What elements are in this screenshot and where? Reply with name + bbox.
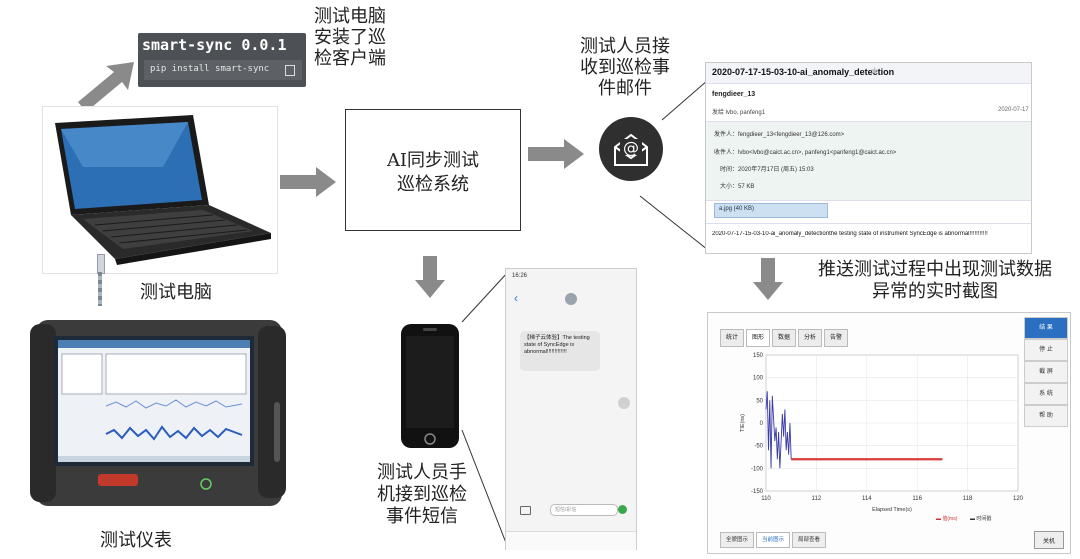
sms-time: 16:26: [512, 273, 528, 279]
legend-item-value: ▬ 值(ms): [936, 516, 958, 522]
stats-tab[interactable]: 告警: [824, 329, 848, 347]
arrow-email-to-screenshot: [753, 258, 783, 300]
email-attachment[interactable]: a.jpg (40 KB): [714, 203, 828, 218]
sms-input[interactable]: 短信/彩信: [550, 504, 618, 516]
legend-item-timestamp: ▬ 时间戳: [970, 516, 992, 522]
smart-sync-title: smart-sync 0.0.1: [142, 36, 287, 54]
sms-input-placeholder: 短信/彩信: [555, 507, 577, 513]
stats-tab[interactable]: 数据: [772, 329, 796, 347]
star-icon[interactable]: ★: [870, 66, 879, 77]
tie-chart: 110 112 114 116 118 120 150 100 50 0 -50 -100 -150El…: [740, 353, 1024, 513]
power-label: 关机: [1043, 539, 1056, 545]
y-tick-label: 100: [753, 376, 764, 382]
x-axis-label: Elapsed Time(s): [872, 507, 912, 513]
caption-email-received: 测试人员接 收到巡检事 件邮件: [566, 36, 684, 99]
scroll-button[interactable]: [618, 397, 630, 409]
caption-push-line2: 异常的实时截图: [872, 281, 998, 302]
stats-tab[interactable]: 统计: [720, 329, 744, 347]
y-tick-label: 150: [753, 353, 764, 359]
copy-icon[interactable]: [285, 65, 295, 76]
stats-tab[interactable]: 图形: [746, 329, 770, 347]
camera-icon[interactable]: [520, 506, 531, 515]
ai-sync-system-box: AI同步测试 巡检系统: [345, 109, 521, 231]
bottom-tab[interactable]: 当前图示: [756, 532, 790, 548]
arrow-system-to-email: [528, 139, 584, 169]
test-instrument-image: [6, 306, 296, 528]
caption-sms-line1: 测试人员手: [377, 462, 467, 483]
contact-avatar: [565, 293, 577, 305]
arrow-system-to-phone: [415, 256, 445, 298]
x-tick-label: 116: [912, 496, 922, 502]
x-tick-label: 112: [812, 496, 822, 502]
caption-pc-install-line2: 安装了巡: [314, 27, 386, 48]
phone-icon: [399, 322, 461, 450]
email-to: 收件人：lvbo<lvbo@caict.ac.cn>, panfeng1<pan…: [714, 150, 897, 156]
caption-pc-install-line3: 检客户端: [314, 48, 386, 69]
back-arrow-icon[interactable]: ‹: [514, 291, 518, 305]
phone-toolbar: [506, 531, 636, 550]
side-button[interactable]: 帮 助: [1024, 405, 1068, 427]
x-tick-label: 118: [963, 496, 973, 502]
y-tick-label: -150: [751, 489, 764, 495]
caption-email-line2: 收到巡检事: [580, 57, 670, 78]
bottom-tab[interactable]: 局部查看: [792, 532, 826, 548]
install-command-text: pip install smart-sync: [150, 64, 270, 74]
email-icon: @: [599, 117, 663, 181]
arrow-laptop-to-smartsync: [78, 62, 134, 112]
side-button[interactable]: 系 统: [1024, 383, 1068, 405]
caption-pc-install-line1: 测试电脑: [314, 6, 386, 27]
svg-text:@: @: [623, 138, 639, 157]
system-label-line1: AI同步测试: [386, 150, 480, 171]
x-tick-label: 110: [761, 496, 771, 502]
sms-bubble: 【梯子云体验】The testing state of SyncEdge is …: [520, 331, 600, 371]
email-meta-block: [706, 121, 1031, 201]
side-button[interactable]: 结 果: [1024, 317, 1068, 339]
email-from: 发件人：fengdieer_13<fengdieer_13@126.com>: [714, 132, 845, 138]
email-subject: 2020-07-17-15-03-10-ai_anomaly_detection: [712, 67, 895, 77]
email-body: 2020-07-17-15-03-10-ai_anomaly_detection…: [712, 231, 988, 237]
bottom-tab[interactable]: 全貌图示: [720, 532, 754, 548]
email-subject-bar: [706, 63, 1031, 84]
email-size: 大小：57 KB: [720, 184, 755, 190]
email-recipients: 发给 lvbo, panfeng1: [712, 110, 766, 116]
y-axis-label: TIE(ns): [740, 414, 746, 432]
stats-tab[interactable]: 分析: [798, 329, 822, 347]
test-pc-image: [42, 106, 278, 274]
caption-sms: 测试人员手 机接到巡检 事件短信: [366, 462, 478, 528]
caption-push: 推送测试过程中出现测试数据 异常的实时截图: [790, 259, 1080, 303]
x-tick-label: 120: [1013, 496, 1024, 502]
sms-screenshot: 16:26 ‹ 【梯子云体验】The testing state of Sync…: [505, 268, 637, 550]
network-cable: [94, 254, 106, 326]
caption-push-line1: 推送测试过程中出现测试数据: [818, 259, 1052, 280]
y-tick-label: -50: [754, 444, 763, 450]
install-command-box: [144, 60, 302, 80]
email-time: 时间：2020年7月17日 (周五) 15:03: [720, 167, 814, 173]
y-tick-label: 50: [756, 398, 763, 404]
arrow-laptop-to-system: [280, 167, 336, 197]
y-tick-label: -100: [751, 466, 764, 472]
caption-sms-line3: 事件短信: [386, 506, 458, 527]
email-divider: [706, 223, 1031, 224]
system-label-line2: 巡检系统: [397, 174, 469, 195]
caption-instrument: 测试仪表: [100, 530, 172, 551]
caption-pc-install: 测试电脑 安装了巡 检客户端: [314, 6, 394, 69]
email-date: 2020-07-17: [998, 107, 1029, 113]
sms-message: 【梯子云体验】The testing state of SyncEdge is …: [524, 335, 590, 355]
side-button[interactable]: 截 屏: [1024, 361, 1068, 383]
y-tick-label: 0: [760, 421, 764, 427]
side-button[interactable]: 停 止: [1024, 339, 1068, 361]
email-sender-name: fengdieer_13: [712, 91, 756, 98]
email-screenshot: 2020-07-17-15-03-10-ai_anomaly_detection…: [705, 62, 1032, 254]
attachment-label: a.jpg (40 KB): [719, 206, 755, 212]
x-tick-label: 114: [862, 496, 872, 502]
caption-email-line1: 测试人员接: [580, 36, 670, 57]
caption-test-pc: 测试电脑: [140, 282, 212, 303]
caption-sms-line2: 机接到巡检: [377, 484, 467, 505]
caption-email-line3: 件邮件: [598, 78, 652, 99]
power-button[interactable]: 关机: [1034, 531, 1064, 549]
series-line-1: [765, 391, 792, 469]
send-icon[interactable]: [618, 505, 627, 514]
